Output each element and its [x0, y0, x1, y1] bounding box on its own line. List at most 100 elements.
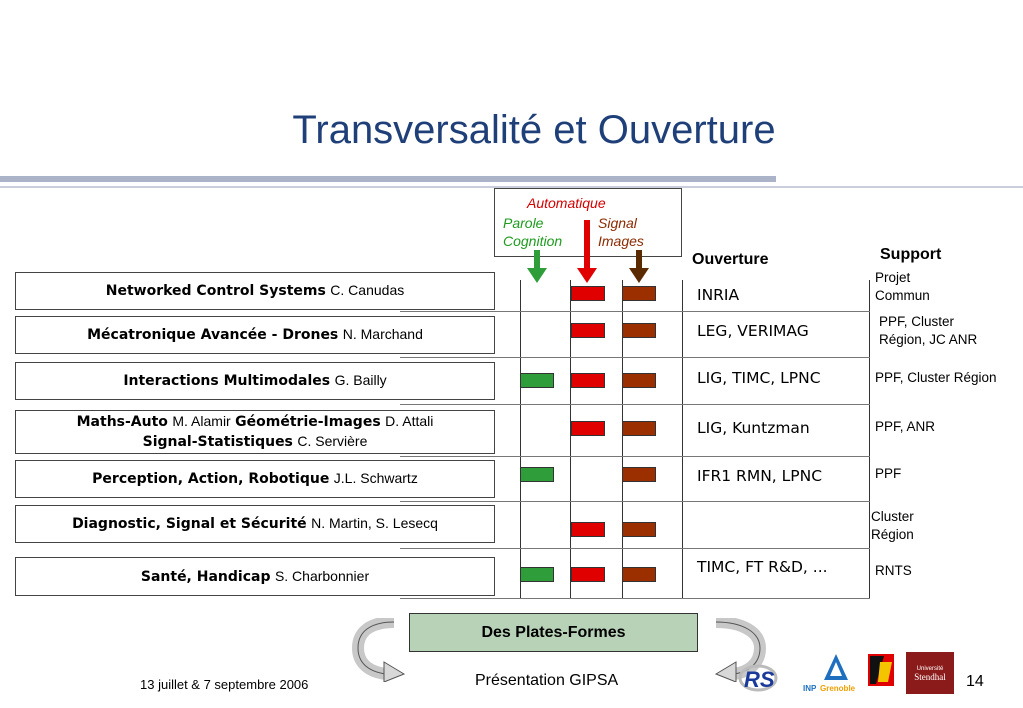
ouverture-cell: TIMC, FT R&D, ... [697, 558, 828, 576]
svg-text:Université: Université [917, 666, 944, 672]
brown-arrow-icon [629, 250, 649, 283]
marker-green-row-5 [520, 467, 554, 482]
axis-signal-label: Signal Images [598, 214, 644, 250]
marker-red-row-1 [571, 286, 605, 301]
svg-text:Grenoble: Grenoble [820, 684, 856, 693]
row-name: Santé, Handicap [140, 568, 271, 585]
support-line: Région [871, 527, 914, 542]
page-number: 14 [966, 673, 984, 690]
row-name: Networked Control Systems [105, 283, 326, 299]
row-name: Mécatronique Avancée - Drones [87, 327, 339, 343]
grid-vline-1 [520, 280, 521, 598]
row-author: G. Bailly [334, 372, 387, 388]
support-cell: Projet Commun [875, 269, 930, 305]
grid-vline-4 [682, 280, 683, 598]
marker-brown-row-1 [622, 286, 656, 301]
row-diagnostic: Diagnostic, Signal et Sécurité N. Martin… [15, 505, 495, 543]
row-author: M. Alamir [172, 413, 231, 429]
row-interactions: Interactions Multimodales G. Bailly [15, 362, 495, 400]
row-author-3: C. Servière [297, 433, 368, 449]
svg-text:Stendhal: Stendhal [914, 672, 946, 682]
cycle-arrow-left-icon [351, 618, 406, 682]
row-name: Maths-Auto [76, 414, 168, 430]
row-name: Perception, Action, Robotique [92, 471, 330, 487]
ouverture-cell: INRIA [697, 286, 740, 304]
row-perception: Perception, Action, Robotique J.L. Schwa… [15, 460, 495, 498]
stendhal-logo-icon: Université Stendhal [906, 652, 954, 694]
support-cell: PPF, ANR [875, 418, 935, 436]
axis-parole-label: Parole Cognition [503, 214, 562, 250]
inp-grenoble-logo-icon: INP Grenoble [802, 654, 858, 693]
grid-vline-2 [570, 280, 571, 598]
grid-hline-4 [400, 456, 870, 457]
university-shield-logo-icon [868, 654, 894, 686]
support-line: PPF [875, 466, 902, 481]
row-author: J.L. Schwartz [333, 470, 418, 486]
support-cell: Cluster Région [871, 508, 914, 544]
plates-formes-box: Des Plates-Formes [409, 613, 698, 652]
ouverture-cell: IFR1 RMN, LPNC [697, 467, 823, 485]
grid-hline-6 [400, 548, 870, 549]
axis-signal-text: Signal [598, 215, 637, 231]
title-rule-light [0, 186, 1023, 188]
svg-text:INP: INP [803, 684, 817, 693]
footer-date: 13 juillet & 7 septembre 2006 [140, 677, 309, 692]
row-author: C. Canudas [330, 282, 405, 298]
row-name-3: Signal-Statistiques [142, 434, 293, 450]
marker-red-row-3 [571, 373, 605, 388]
support-cell: RNTS [875, 562, 912, 580]
support-cell: PPF, Cluster Région [875, 369, 997, 387]
svg-text:RS: RS [744, 667, 775, 692]
marker-green-row-7 [520, 567, 554, 582]
support-line: Projet [875, 270, 911, 285]
grid-hline-7 [400, 598, 870, 599]
title-rule-dark [0, 176, 776, 182]
ouverture-cell: LIG, TIMC, LPNC [697, 369, 821, 387]
axis-cognition-text: Cognition [503, 233, 563, 249]
green-arrow-icon [527, 250, 547, 283]
marker-red-row-2 [571, 323, 605, 338]
row-maths-auto: Maths-Auto M. Alamir Géométrie-Images D.… [15, 410, 495, 454]
grid-hline-5 [400, 501, 870, 502]
support-line: PPF, Cluster [879, 314, 955, 329]
row-author: S. Charbonnier [274, 567, 370, 584]
ouverture-header: Ouverture [692, 251, 769, 268]
support-header: Support [880, 246, 942, 263]
grid-hline-2 [400, 357, 870, 358]
marker-brown-row-6 [622, 522, 656, 537]
rs-logo-icon: RS [738, 664, 778, 692]
row-name: Interactions Multimodales [123, 373, 331, 389]
marker-brown-row-3 [622, 373, 656, 388]
support-line: RNTS [875, 563, 912, 578]
red-arrow-icon [577, 220, 597, 283]
axis-images-text: Images [598, 233, 644, 249]
axis-automatique-label: Automatique [527, 195, 606, 211]
ouverture-cell: LEG, VERIMAG [697, 322, 809, 340]
support-cell: PPF, Cluster Région, JC ANR [879, 313, 977, 349]
support-line: Commun [875, 288, 930, 303]
row-name: Diagnostic, Signal et Sécurité [72, 516, 307, 532]
marker-red-row-7 [571, 567, 605, 582]
row-name-2: Géométrie-Images [235, 414, 381, 430]
row-author-2: D. Attali [385, 413, 434, 429]
marker-green-row-3 [520, 373, 554, 388]
grid-hline-1 [400, 311, 870, 312]
marker-red-row-6 [571, 522, 605, 537]
row-author: N. Martin, S. Lesecq [311, 515, 438, 531]
support-line: Cluster [871, 509, 914, 524]
marker-brown-row-4 [622, 421, 656, 436]
footer-presentation: Présentation GIPSA [475, 672, 619, 689]
grid-vline-5 [869, 280, 870, 598]
row-sante: Santé, Handicap S. Charbonnier [15, 557, 495, 596]
axis-parole-text: Parole [503, 215, 544, 231]
slide-title: Transversalité et Ouverture [292, 108, 776, 152]
ouverture-cell: LIG, Kuntzman [697, 419, 810, 437]
grid-vline-3 [622, 280, 623, 598]
marker-brown-row-7 [622, 567, 656, 582]
marker-brown-row-2 [622, 323, 656, 338]
support-line: PPF, ANR [875, 419, 936, 434]
support-line: PPF, Cluster Région [875, 370, 997, 385]
row-networked-control: Networked Control Systems C. Canudas [15, 272, 495, 310]
support-line: Région, JC ANR [879, 332, 978, 347]
marker-brown-row-5 [622, 467, 656, 482]
